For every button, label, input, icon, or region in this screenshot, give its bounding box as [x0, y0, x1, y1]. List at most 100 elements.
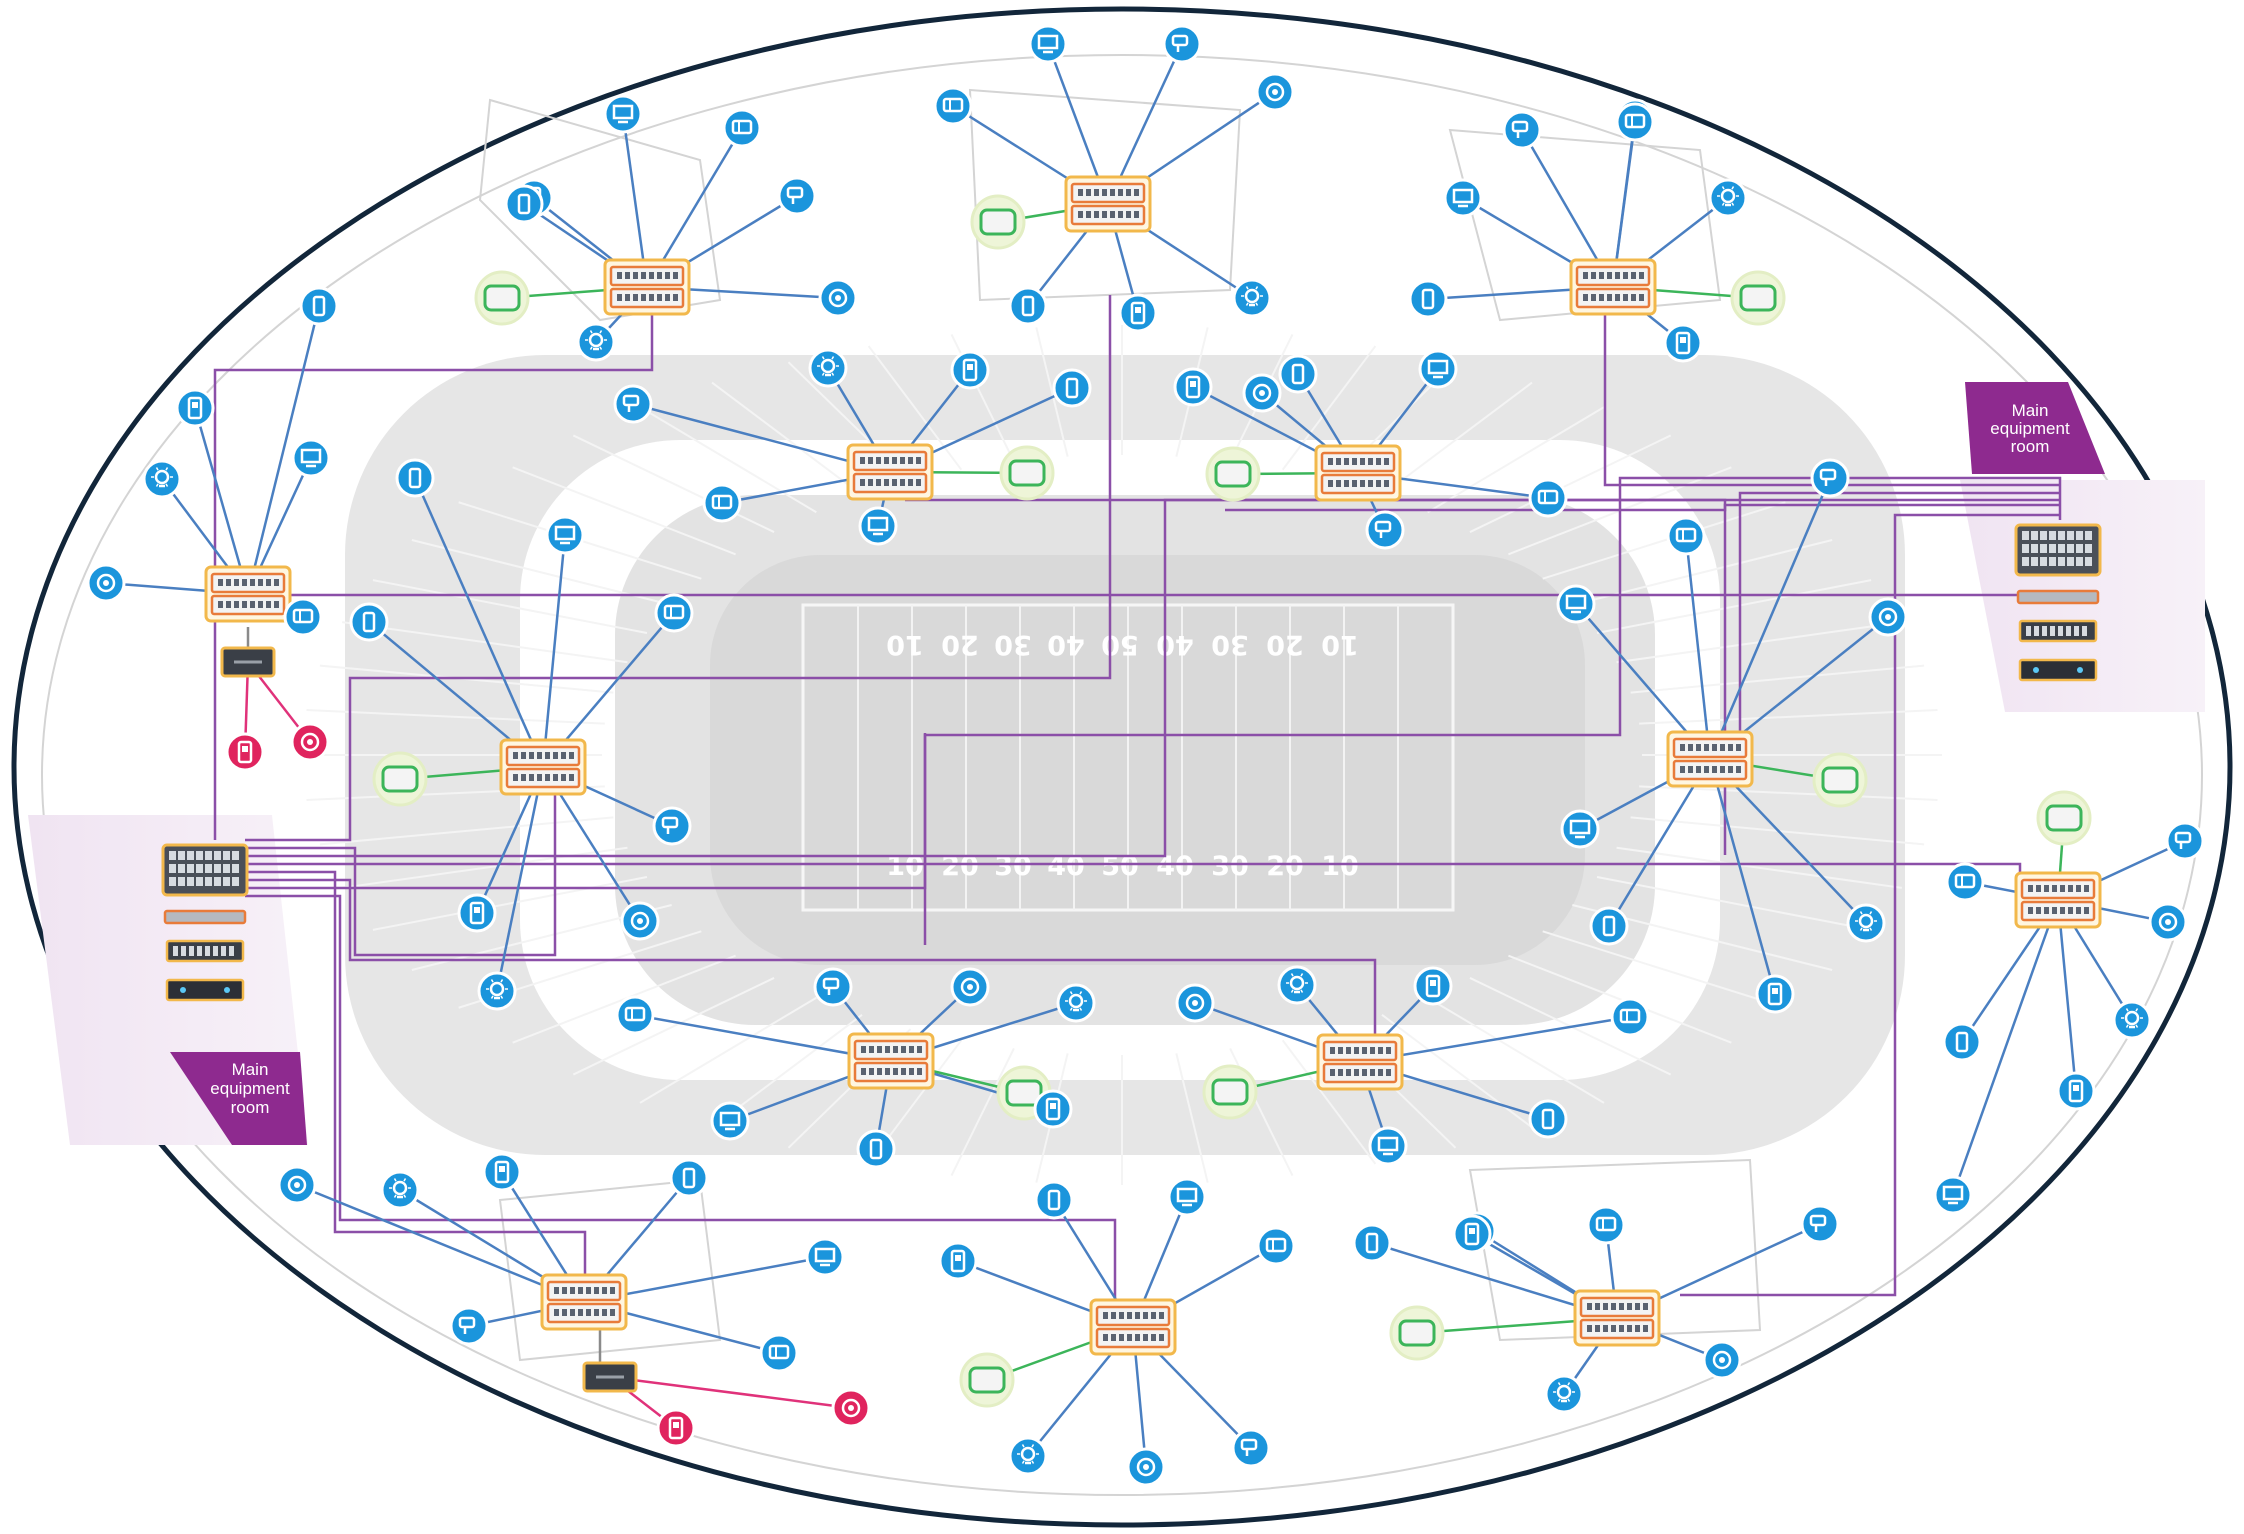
phone-icon[interactable]	[1610, 997, 1650, 1037]
mobile-icon[interactable]	[1408, 279, 1448, 319]
wireless-access-point[interactable]	[1205, 446, 1261, 502]
phone-icon[interactable]	[654, 593, 694, 633]
door-phone-icon[interactable]	[1173, 367, 1213, 407]
wireless-access-point[interactable]	[1202, 1064, 1258, 1120]
phone-icon[interactable]	[722, 108, 762, 148]
mobile-icon[interactable]	[669, 1158, 709, 1198]
door-phone-icon[interactable]	[1663, 323, 1703, 363]
door-phone-icon[interactable]	[1033, 1089, 1073, 1129]
bulb-icon[interactable]	[477, 971, 517, 1011]
network-switch[interactable]	[1573, 1289, 1661, 1347]
camera-icon[interactable]	[2165, 821, 2205, 861]
mobile-icon[interactable]	[349, 602, 389, 642]
monitor-icon[interactable]	[1443, 178, 1483, 218]
wireless-access-point[interactable]	[1730, 270, 1786, 326]
monitor-icon[interactable]	[545, 515, 585, 555]
sensor-icon[interactable]	[1868, 597, 1908, 637]
phone-icon[interactable]	[1945, 862, 1985, 902]
sensor-icon[interactable]	[1126, 1447, 1166, 1487]
access-switch[interactable]	[165, 939, 245, 963]
sensor-icon[interactable]	[2148, 902, 2188, 942]
network-switch[interactable]	[499, 738, 587, 796]
core-switch-stack[interactable]	[161, 843, 249, 897]
camera-icon[interactable]	[1810, 458, 1850, 498]
wireless-access-point[interactable]	[474, 270, 530, 326]
network-switch[interactable]	[846, 443, 934, 501]
wireless-access-point[interactable]	[1812, 752, 1868, 808]
phone-icon[interactable]	[933, 86, 973, 126]
monitor-icon[interactable]	[805, 1237, 845, 1277]
door-phone-icon[interactable]	[175, 388, 215, 428]
network-switch[interactable]	[1666, 730, 1754, 788]
mobile-icon[interactable]	[1352, 1223, 1392, 1263]
access-switch[interactable]	[2018, 619, 2098, 643]
sensor-icon[interactable]	[1242, 373, 1282, 413]
bulb-icon[interactable]	[1708, 178, 1748, 218]
camera-icon[interactable]	[1231, 1428, 1271, 1468]
bulb-icon[interactable]	[808, 348, 848, 388]
phone-icon[interactable]	[1615, 102, 1655, 142]
phone-icon[interactable]	[1528, 478, 1568, 518]
monitor-icon[interactable]	[1418, 349, 1458, 389]
mobile-icon[interactable]	[856, 1129, 896, 1169]
network-switch[interactable]	[1089, 1298, 1177, 1356]
wireless-access-point[interactable]	[372, 751, 428, 807]
sensor-icon[interactable]	[86, 563, 126, 603]
bulb-icon[interactable]	[380, 1170, 420, 1210]
door-phone-icon[interactable]	[950, 350, 990, 390]
sensor-icon[interactable]	[1175, 983, 1215, 1023]
monitor-icon[interactable]	[603, 94, 643, 134]
sensor-icon[interactable]	[290, 722, 330, 762]
camera-icon[interactable]	[1800, 1204, 1840, 1244]
bulb-icon[interactable]	[1008, 1436, 1048, 1476]
door-phone-icon[interactable]	[457, 893, 497, 933]
monitor-icon[interactable]	[1368, 1126, 1408, 1166]
network-switch[interactable]	[1569, 258, 1657, 316]
router[interactable]	[2018, 658, 2098, 682]
phone-icon[interactable]	[1256, 1226, 1296, 1266]
bulb-icon[interactable]	[2112, 1000, 2152, 1040]
network-switch[interactable]	[204, 565, 292, 623]
mobile-icon[interactable]	[1278, 354, 1318, 394]
sensor-icon[interactable]	[831, 1388, 871, 1428]
bulb-icon[interactable]	[576, 322, 616, 362]
monitor-icon[interactable]	[1028, 24, 1068, 64]
bulb-icon[interactable]	[142, 459, 182, 499]
sensor-icon[interactable]	[950, 967, 990, 1007]
camera-icon[interactable]	[449, 1306, 489, 1346]
poe-injector[interactable]	[220, 646, 276, 678]
wireless-access-point[interactable]	[1389, 1305, 1445, 1361]
bulb-icon[interactable]	[1056, 983, 1096, 1023]
phone-icon[interactable]	[702, 483, 742, 523]
door-phone-icon[interactable]	[656, 1408, 696, 1448]
monitor-icon[interactable]	[858, 506, 898, 546]
network-switch[interactable]	[1316, 1033, 1404, 1091]
phone-icon[interactable]	[283, 597, 323, 637]
mobile-icon[interactable]	[1942, 1022, 1982, 1062]
wireless-access-point[interactable]	[970, 194, 1026, 250]
monitor-icon[interactable]	[1556, 584, 1596, 624]
monitor-icon[interactable]	[1933, 1175, 1973, 1215]
camera-icon[interactable]	[1162, 24, 1202, 64]
camera-icon[interactable]	[1502, 110, 1542, 150]
door-phone-icon[interactable]	[938, 1241, 978, 1281]
mobile-icon[interactable]	[1008, 286, 1048, 326]
monitor-icon[interactable]	[710, 1101, 750, 1141]
door-phone-icon[interactable]	[482, 1152, 522, 1192]
monitor-icon[interactable]	[1560, 809, 1600, 849]
door-phone-icon[interactable]	[1452, 1214, 1492, 1254]
network-switch[interactable]	[540, 1273, 628, 1331]
network-switch[interactable]	[847, 1032, 935, 1090]
wireless-access-point[interactable]	[2036, 790, 2092, 846]
network-switch[interactable]	[603, 258, 691, 316]
phone-icon[interactable]	[1586, 1205, 1626, 1245]
network-switch[interactable]	[2014, 871, 2102, 929]
door-phone-icon[interactable]	[1118, 293, 1158, 333]
door-phone-icon[interactable]	[1755, 974, 1795, 1014]
core-switch-stack[interactable]	[2014, 523, 2102, 577]
camera-icon[interactable]	[613, 384, 653, 424]
bulb-icon[interactable]	[1277, 965, 1317, 1005]
sensor-icon[interactable]	[277, 1165, 317, 1205]
door-phone-icon[interactable]	[225, 732, 265, 772]
bulb-icon[interactable]	[1846, 903, 1886, 943]
